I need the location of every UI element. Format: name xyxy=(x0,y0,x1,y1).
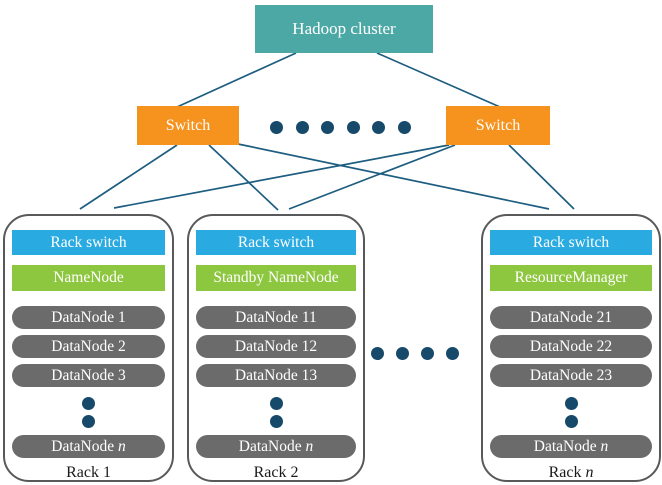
dot-icon xyxy=(269,397,283,410)
datanode-pill: DataNode 1 xyxy=(12,306,165,329)
rack-ellipsis-dots-icon xyxy=(371,347,459,360)
switch-left-label: Switch xyxy=(165,116,211,134)
dot-icon xyxy=(397,121,411,134)
dot-icon xyxy=(321,121,335,134)
datanode-n-pill: DataNode n xyxy=(196,435,356,458)
dot-icon xyxy=(421,347,434,360)
rack-label: Rack 2 xyxy=(196,464,356,482)
rack-2: Rack switch Standby NameNode DataNode 11… xyxy=(187,214,365,482)
rack-label-suffix: n xyxy=(585,464,594,481)
datanode-n-text: DataNode xyxy=(238,438,306,455)
rack-label-text: Rack 1 xyxy=(66,464,111,481)
rack-switch-bar: Rack switch xyxy=(12,230,165,255)
datanode-n-text: DataNode xyxy=(51,438,118,455)
hadoop-cluster-node: Hadoop cluster xyxy=(255,5,433,53)
namenode-bar: NameNode xyxy=(12,265,165,291)
datanode-pill: DataNode 12 xyxy=(196,335,356,358)
datanode-pill: DataNode 13 xyxy=(196,364,356,387)
dot-icon xyxy=(346,121,360,134)
datanode-n-suffix: n xyxy=(305,438,314,455)
datanode-n-text: DataNode xyxy=(533,438,601,455)
dot-icon xyxy=(82,415,95,428)
rack-label-text: Rack 2 xyxy=(253,464,299,481)
dot-icon xyxy=(372,121,386,134)
connector-line xyxy=(288,144,456,210)
connector-line xyxy=(79,144,178,210)
dot-icon xyxy=(564,397,578,410)
dot-icon xyxy=(269,415,283,428)
datanode-pill: DataNode 2 xyxy=(12,335,165,358)
connector-line xyxy=(176,52,297,108)
rack-switch-bar: Rack switch xyxy=(490,230,652,255)
connector-line xyxy=(508,144,575,210)
datanode-pill: DataNode 23 xyxy=(490,364,652,387)
datanode-n-suffix: n xyxy=(117,438,126,455)
connector-line xyxy=(208,144,279,211)
vertical-ellipsis-dots-icon xyxy=(12,397,165,428)
datanode-pill: DataNode 21 xyxy=(490,306,652,329)
datanode-n-pill: DataNode n xyxy=(12,435,165,458)
datanode-n-suffix: n xyxy=(600,438,609,455)
switch-left-node: Switch xyxy=(137,106,239,145)
dot-icon xyxy=(564,415,578,428)
rack-label-text: Rack xyxy=(548,464,586,481)
standby-namenode-bar: Standby NameNode xyxy=(196,265,356,291)
datanode-pill: DataNode 11 xyxy=(196,306,356,329)
vertical-ellipsis-dots-icon xyxy=(490,397,652,428)
dot-icon xyxy=(446,347,459,360)
connector-line xyxy=(237,143,550,210)
datanode-pill: DataNode 3 xyxy=(12,364,165,387)
connector-line xyxy=(113,144,450,209)
dot-icon xyxy=(295,121,309,134)
rack-label: Rack n xyxy=(490,464,652,482)
switch-right-label: Switch xyxy=(475,116,521,134)
switch-right-node: Switch xyxy=(446,106,550,145)
rack-label: Rack 1 xyxy=(12,464,165,482)
datanode-pill: DataNode 22 xyxy=(490,335,652,358)
resourcemanager-bar: ResourceManager xyxy=(490,265,652,291)
datanode-n-pill: DataNode n xyxy=(490,435,652,458)
rack-switch-bar: Rack switch xyxy=(196,230,356,255)
hadoop-cluster-label: Hadoop cluster xyxy=(292,19,396,38)
dot-icon xyxy=(270,121,283,134)
dot-icon xyxy=(396,347,409,360)
connector-line xyxy=(376,52,501,108)
switch-ellipsis-dots-icon xyxy=(270,121,411,134)
rack-n: Rack switch ResourceManager DataNode 21 … xyxy=(481,214,661,482)
dot-icon xyxy=(82,397,95,410)
vertical-ellipsis-dots-icon xyxy=(196,397,356,428)
rack-1: Rack switch NameNode DataNode 1 DataNode… xyxy=(3,214,174,482)
dot-icon xyxy=(371,347,384,360)
